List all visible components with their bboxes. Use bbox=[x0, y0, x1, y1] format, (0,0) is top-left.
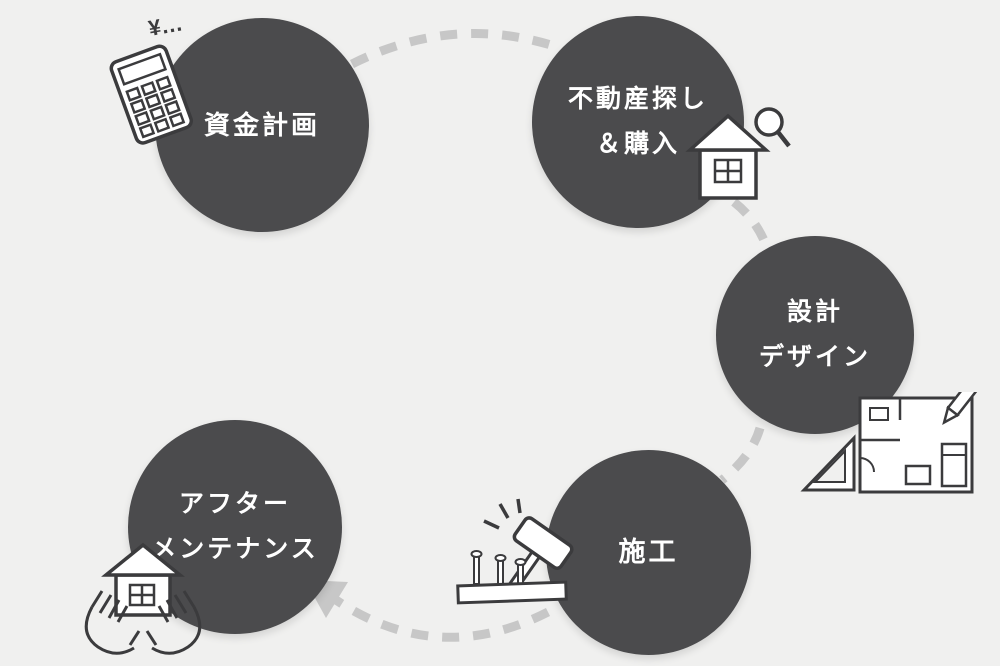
step-label-property-line1: 不動産探し bbox=[567, 85, 708, 113]
impact-sparks bbox=[483, 498, 522, 530]
house-shape bbox=[685, 113, 771, 200]
step-label-design-line1: 設計 bbox=[786, 298, 843, 326]
step-label-construction: 施工 bbox=[618, 537, 679, 568]
step-label-maintenance-line2: メンテナンス bbox=[151, 535, 319, 563]
house-search-icon bbox=[685, 107, 791, 200]
mallet-icon bbox=[456, 498, 574, 605]
hand-left bbox=[84, 590, 141, 655]
magnifier-glass bbox=[754, 107, 791, 148]
hands-house-icon bbox=[84, 542, 202, 655]
calculator-icon: ¥… bbox=[109, 14, 194, 145]
yen-note-text: ¥… bbox=[147, 14, 185, 41]
step-label-property-line2: ＆購入 bbox=[595, 130, 680, 158]
calculator-body bbox=[109, 44, 194, 145]
pencil bbox=[942, 392, 981, 426]
step-circle-design: 設計 デザイン bbox=[716, 236, 914, 434]
arrow-design-to-construction bbox=[719, 426, 765, 484]
fence-boards bbox=[456, 550, 568, 605]
set-square bbox=[800, 434, 856, 492]
arrow-construction-to-maintenance bbox=[333, 596, 551, 642]
step-label-funding: 資金計画 bbox=[203, 109, 320, 140]
calculator-buttons bbox=[125, 75, 186, 139]
arrow-funding-to-property bbox=[349, 29, 556, 69]
step-label-maintenance-line1: アフター bbox=[178, 490, 291, 518]
floorplan-icon bbox=[800, 392, 981, 494]
step-label-design-line2: デザイン bbox=[758, 343, 871, 371]
nails bbox=[470, 550, 527, 585]
step-circle-construction: 施工 bbox=[546, 450, 751, 655]
